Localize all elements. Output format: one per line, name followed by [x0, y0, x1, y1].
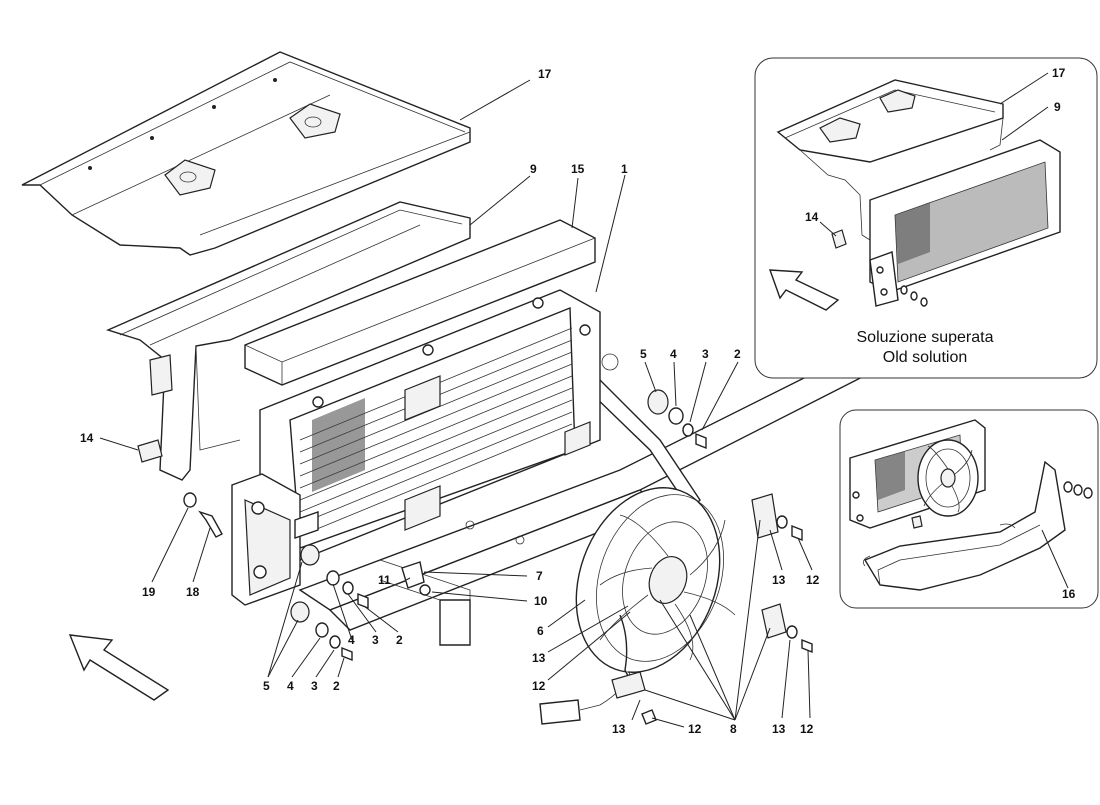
inset-shield-detail: 16 — [839, 409, 1099, 609]
clip-main — [137, 439, 163, 463]
small-bracket-and-nut — [401, 561, 431, 596]
mount-stack-lower — [290, 601, 353, 662]
label-13c: 13 — [612, 722, 626, 736]
direction-arrow-icon — [68, 634, 170, 701]
washer-and-bolt — [183, 492, 223, 538]
label-17-inset: 17 — [1052, 66, 1066, 80]
label-12: 12 — [532, 679, 546, 693]
top-bracket-bar — [244, 219, 596, 386]
label-12d: 12 — [800, 722, 814, 736]
inset-title-italian: Soluzione superata — [857, 329, 994, 346]
label-3c: 3 — [311, 679, 318, 693]
label-13: 13 — [532, 651, 546, 665]
label-10: 10 — [534, 594, 548, 608]
label-3b: 3 — [372, 633, 379, 647]
label-14-inset: 14 — [805, 210, 819, 224]
cooling-fan — [575, 487, 736, 677]
label-13d: 13 — [772, 722, 786, 736]
label-2c: 2 — [333, 679, 340, 693]
air-duct — [106, 201, 471, 481]
label-5: 5 — [640, 347, 647, 361]
label-3: 3 — [702, 347, 709, 361]
label-12b: 12 — [806, 573, 820, 587]
label-4b: 4 — [348, 633, 355, 647]
upper-cover-panel — [21, 51, 471, 256]
label-1: 1 — [621, 162, 628, 176]
fan-hardware — [641, 493, 813, 725]
label-9: 9 — [530, 162, 537, 176]
label-19: 19 — [142, 585, 156, 599]
chassis-frame — [298, 349, 882, 646]
mount-stack-middle — [300, 544, 369, 610]
label-11: 11 — [378, 573, 391, 587]
label-8: 8 — [730, 722, 737, 736]
label-15: 15 — [571, 162, 585, 176]
label-18: 18 — [186, 585, 200, 599]
mount-stack-upper — [647, 389, 707, 450]
label-17: 17 — [538, 67, 552, 81]
inset-title-english: Old solution — [883, 349, 968, 366]
label-4c: 4 — [287, 679, 294, 693]
label-7: 7 — [536, 569, 543, 583]
label-13b: 13 — [772, 573, 786, 587]
label-2: 2 — [734, 347, 741, 361]
inset-old-solution: 17 9 14 Soluzione superata Old solution — [754, 57, 1098, 379]
label-5b: 5 — [263, 679, 270, 693]
part-numbers-main: 17 9 15 1 5 4 3 2 14 19 18 11 7 10 3 2 4… — [80, 67, 820, 736]
radiator-core — [259, 289, 601, 561]
label-4: 4 — [670, 347, 677, 361]
leader-lines — [99, 79, 813, 728]
left-mounting-bracket — [231, 473, 319, 606]
label-9-inset: 9 — [1054, 100, 1061, 114]
label-2b: 2 — [396, 633, 403, 647]
label-16: 16 — [1062, 587, 1076, 601]
label-6: 6 — [537, 624, 544, 638]
fan-connector — [539, 671, 646, 725]
label-12c: 12 — [688, 722, 702, 736]
label-14: 14 — [80, 431, 94, 445]
